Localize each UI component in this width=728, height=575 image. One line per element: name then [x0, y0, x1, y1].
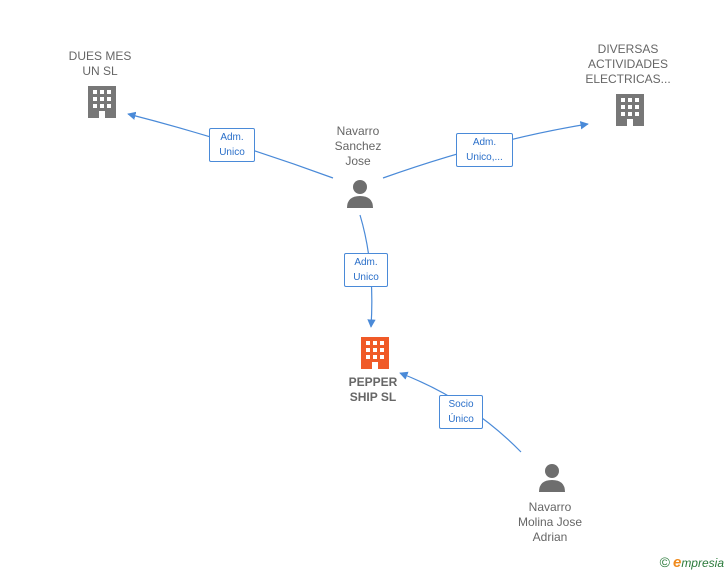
building-icon[interactable]: [86, 84, 118, 120]
node-label-navarro-molina[interactable]: Navarro Molina Jose Adrian: [517, 500, 583, 544]
building-icon[interactable]: [614, 92, 646, 128]
brand-logo-initial: e: [672, 554, 682, 571]
edge-label-adm-unico[interactable]: Adm. Unico: [209, 128, 255, 162]
edge-label-adm-unico[interactable]: Adm. Unico,...: [456, 133, 513, 167]
person-icon[interactable]: [537, 462, 567, 494]
person-icon[interactable]: [345, 178, 375, 210]
node-label-diversas[interactable]: DIVERSAS ACTIVIDADES ELECTRICAS...: [585, 42, 671, 86]
node-label-navarro-sanchez[interactable]: Navarro Sanchez Jose: [334, 124, 382, 168]
building-highlight-icon[interactable]: [359, 335, 391, 371]
edge-label-adm-unico[interactable]: Adm. Unico: [344, 253, 388, 287]
copyright-icon: ©: [659, 554, 670, 570]
edge-label-socio-unico[interactable]: Socio Único: [439, 395, 483, 429]
node-label-pepper-ship[interactable]: PEPPER SHIP SL: [348, 375, 398, 404]
footer-brand[interactable]: ©empresia: [660, 554, 724, 571]
node-label-dues-mes[interactable]: DUES MES UN SL: [68, 49, 132, 78]
brand-logo-text: mpresia: [681, 556, 724, 570]
